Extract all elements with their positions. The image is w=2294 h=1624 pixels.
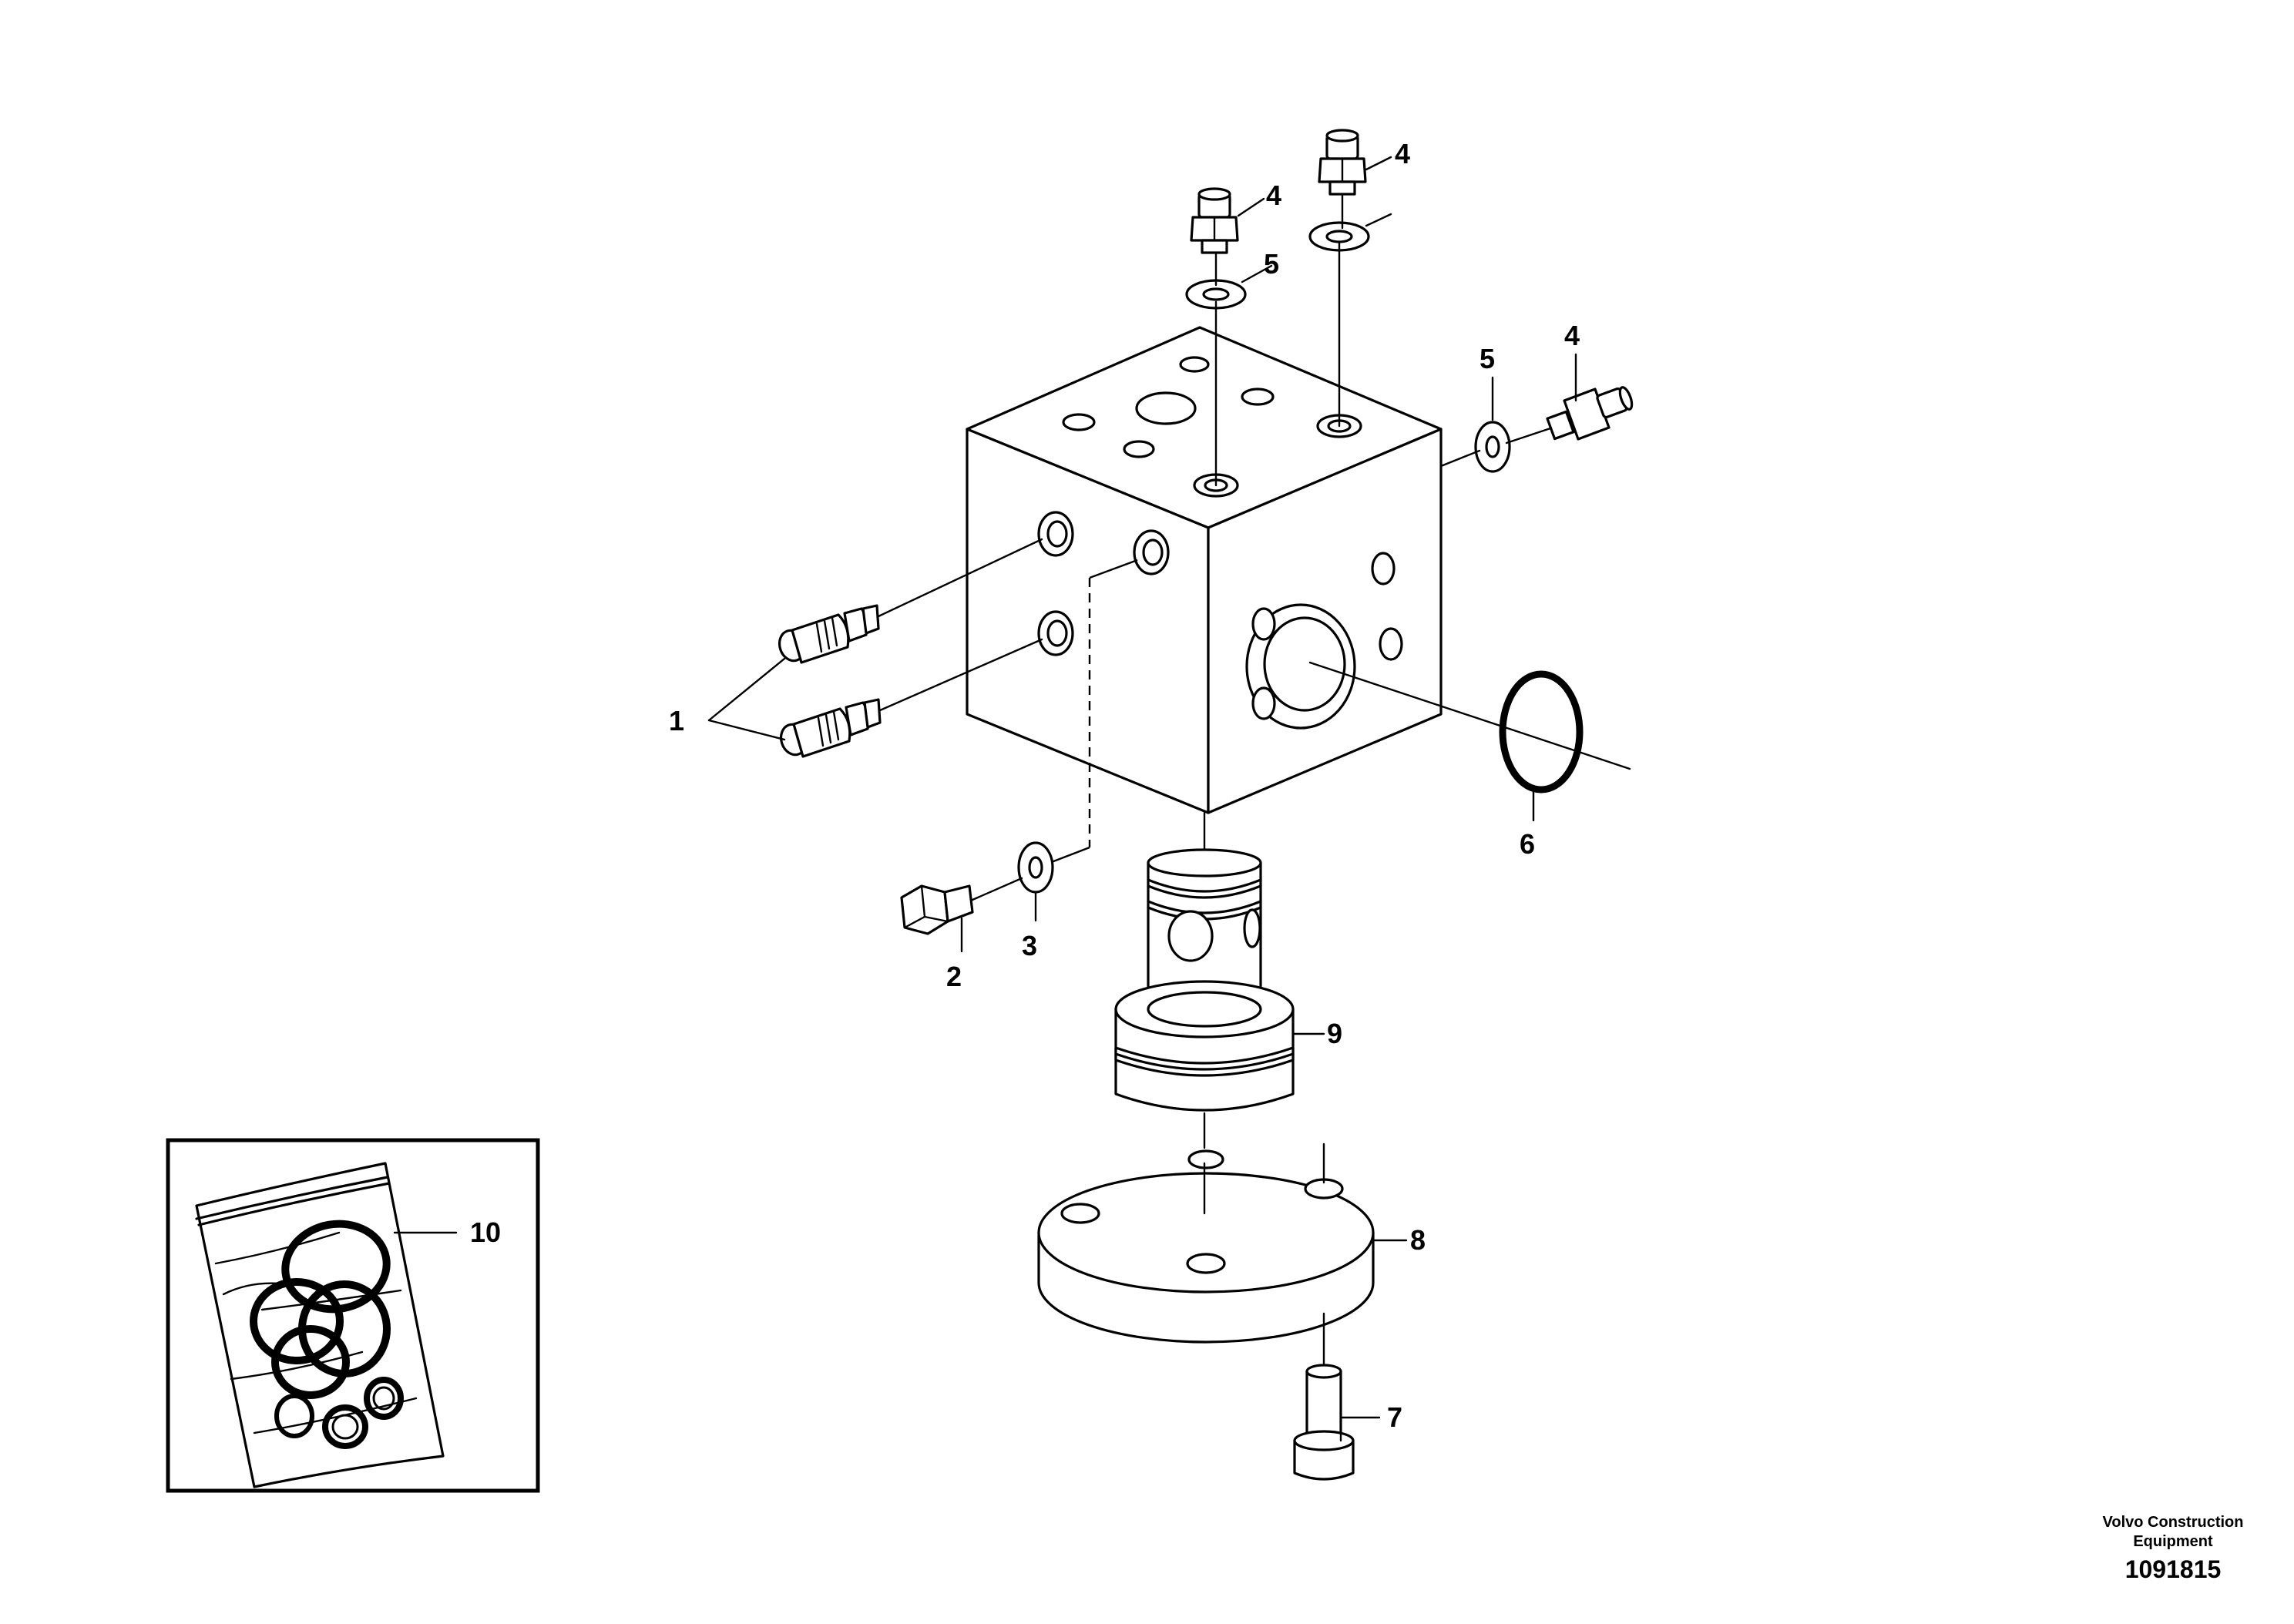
callout-8: 8	[1410, 1224, 1426, 1256]
cover-plate[interactable]	[1037, 1112, 1375, 1344]
o-ring-large[interactable]	[1499, 670, 1584, 794]
leader-lines	[393, 156, 1577, 1419]
callout-2: 2	[946, 961, 962, 992]
callout-4-side: 4	[1564, 320, 1580, 351]
cap-screw[interactable]	[1293, 1312, 1355, 1481]
callout-9: 9	[1327, 1018, 1342, 1049]
plug-upper[interactable]	[776, 604, 880, 664]
callout-3: 3	[1022, 930, 1037, 961]
top-fitting-left[interactable]	[1190, 187, 1239, 254]
callout-10: 10	[470, 1216, 501, 1248]
seal-kit-inset[interactable]	[166, 1138, 540, 1493]
callout-7: 7	[1387, 1401, 1402, 1433]
callout-4-top-right: 4	[1395, 138, 1410, 169]
valve-block[interactable]	[966, 326, 1443, 814]
top-fitting-right[interactable]	[1318, 129, 1367, 196]
side-fitting[interactable]	[1546, 386, 1634, 441]
reference-number: 1091815	[2125, 1555, 2222, 1583]
callout-4-top-left: 4	[1266, 180, 1281, 211]
credit-line-2: Equipment	[2133, 1533, 2213, 1550]
drain-washer[interactable]	[1017, 841, 1054, 894]
callout-6: 6	[1520, 828, 1535, 860]
callout-5-side: 5	[1480, 343, 1495, 374]
plug-lower[interactable]	[778, 698, 882, 758]
callout-1: 1	[669, 705, 684, 737]
callout-5-top: 5	[1264, 248, 1279, 280]
side-washer[interactable]	[1474, 421, 1511, 473]
valve-cartridge[interactable]	[1114, 811, 1295, 1112]
credit-line-1: Volvo Construction	[2103, 1514, 2244, 1531]
drain-plug[interactable]	[900, 884, 974, 935]
